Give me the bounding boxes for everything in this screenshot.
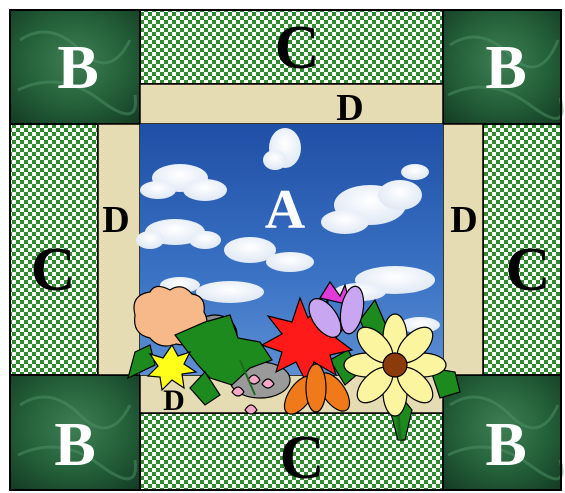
label-border-left: C	[31, 236, 76, 304]
label-sash-left: D	[102, 199, 129, 241]
label-border-top: C	[275, 14, 320, 82]
sash-right	[443, 124, 483, 375]
label-sash-bottom: D	[163, 384, 185, 417]
label-center: A	[265, 179, 306, 241]
label-sash-top: D	[336, 87, 363, 129]
label-border-bottom: C	[280, 424, 325, 492]
label-corner-top-right: B	[485, 34, 526, 102]
label-corner-bottom-right: B	[485, 411, 526, 479]
sash-top	[140, 84, 443, 124]
label-sash-right: D	[450, 199, 477, 241]
label-border-right: C	[506, 236, 551, 304]
label-corner-top-left: B	[57, 34, 98, 102]
label-corner-bottom-left: B	[54, 411, 95, 479]
sash-left	[98, 124, 140, 375]
daisy-flower	[344, 314, 446, 416]
